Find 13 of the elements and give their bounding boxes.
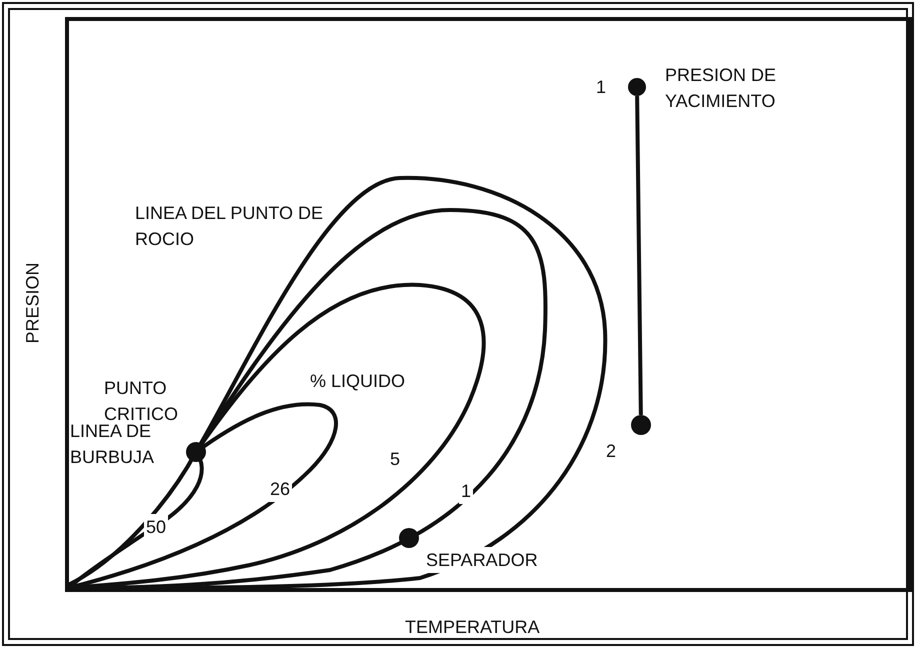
- point-label: SEPARADOR: [424, 547, 540, 573]
- point-marker: [628, 78, 646, 96]
- point-marker: [186, 442, 206, 462]
- point-marker: [399, 528, 419, 548]
- point-label: 1: [596, 76, 606, 99]
- axis-title: TEMPERATURA: [405, 616, 540, 639]
- pressure-path-line: [635, 96, 643, 416]
- annotation: % LIQUIDO: [310, 370, 406, 393]
- point-label: 2: [606, 440, 616, 463]
- annotation: PRESION DE YACIMIENTO: [665, 64, 778, 113]
- axis-title: PRESION: [22, 262, 44, 344]
- point-marker: [631, 415, 651, 435]
- annotation: LINEA DEL PUNTO DE ROCIO: [135, 202, 324, 251]
